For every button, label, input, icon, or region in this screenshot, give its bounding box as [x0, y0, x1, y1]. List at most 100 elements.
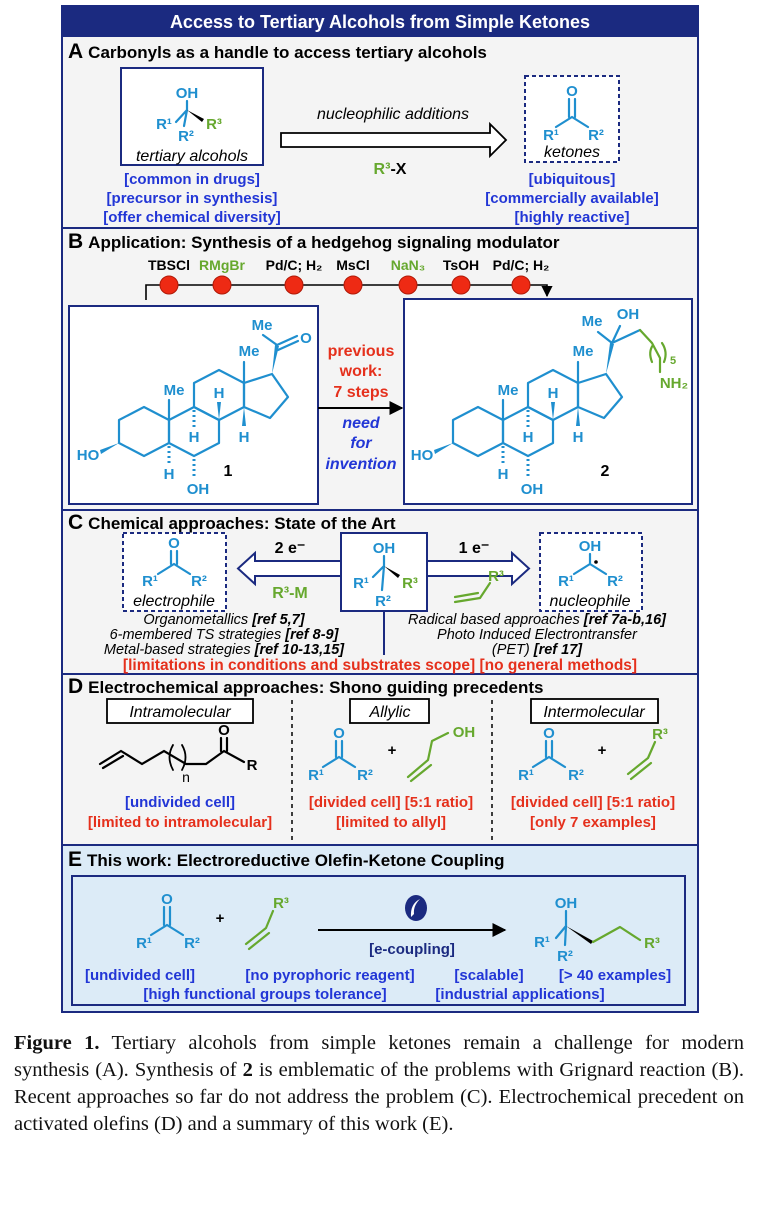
- section-heading: This work: Electroreductive Olefin-Keton…: [87, 851, 505, 870]
- approach-line: Organometallics [ref 5,7]: [143, 612, 305, 628]
- section-dividers: [62, 227, 698, 846]
- wedge-bond: [434, 443, 453, 454]
- section-e-background: [63, 845, 697, 1011]
- r2-label: R²: [191, 573, 207, 590]
- tertiary-alcohols-caption: tertiary alcohols: [136, 148, 248, 165]
- approach-line: 6-membered TS strategies [ref 8-9]: [110, 627, 340, 643]
- section-letter: A: [68, 40, 83, 63]
- r2-label: R²: [184, 935, 200, 952]
- steroid-ring: [242, 372, 290, 420]
- figure-panel: Access to Tertiary Alcohols from Simple …: [61, 5, 699, 1013]
- approach-text: Radical based approaches: [408, 612, 580, 628]
- electrophile-caption: electrophile: [133, 593, 215, 610]
- section-heading: Chemical approaches: State of the Art: [88, 514, 396, 533]
- step-dot: [451, 275, 471, 295]
- this-work-note: [no pyrophoric reagent]: [245, 967, 414, 984]
- hydrogen-label: H: [189, 429, 200, 446]
- section-e: E This work: Electroreductive Olefin-Keto…: [68, 848, 686, 1006]
- n-label: n: [182, 769, 190, 785]
- o-label: O: [218, 722, 230, 739]
- repeat-count: 5: [670, 355, 676, 367]
- need-for-invention-label: need: [342, 415, 381, 432]
- step-dot: [398, 275, 418, 295]
- reagent-label: NaN₃: [391, 257, 425, 273]
- oh-label: OH: [555, 895, 578, 912]
- allylic-label: Allylic: [369, 704, 411, 721]
- ketone-note: [highly reactive]: [514, 209, 629, 226]
- this-work-note: [industrial applications]: [435, 986, 604, 1003]
- olefin-r3-label: R³: [488, 568, 504, 585]
- hydrogen-label: H: [573, 429, 584, 446]
- methyl-label: Me: [239, 343, 260, 360]
- nucleophile-box: [539, 532, 643, 612]
- intermolecular-label: Intermolecular: [543, 704, 645, 721]
- limitations-note: [limitations in conditions and substrate…: [123, 657, 637, 674]
- one-electron-label: 1 e⁻: [459, 540, 490, 557]
- approach-text: Metal-based strategies: [104, 642, 251, 658]
- chemical-approaches-right: Radical based approaches [ref 7a-b,16]Ph…: [408, 612, 667, 658]
- hydroxyl-label: HO: [411, 447, 434, 464]
- r2-label: R²: [178, 128, 194, 145]
- wedge-bond: [100, 443, 119, 454]
- r3-label: R³: [652, 726, 668, 743]
- this-work-note: [> 40 examples]: [559, 967, 671, 984]
- intermolecular-note: [only 7 examples]: [530, 814, 656, 831]
- o-label: O: [168, 535, 180, 552]
- o-label: O: [543, 725, 555, 742]
- radical-dot: [594, 560, 598, 564]
- compound-number: 2: [601, 463, 610, 480]
- r1-label: R¹: [534, 934, 550, 951]
- r2-label: R²: [588, 127, 604, 144]
- r3-label: R³: [206, 116, 222, 133]
- reagent-label: RMgBr: [199, 257, 245, 273]
- r2-label: R²: [568, 767, 584, 784]
- wedge-bond: [576, 407, 580, 426]
- hydrogen-label: H: [548, 385, 559, 402]
- approach-text: Photo Induced Electrontransfer: [437, 627, 638, 643]
- ketones-caption: ketones: [544, 144, 600, 161]
- previous-work-label: previous: [328, 343, 395, 360]
- reagent-label: Pd/C; H₂: [266, 257, 323, 273]
- organometallic-reagent: R³-M: [272, 585, 308, 602]
- approach-ref: [ref 17]: [530, 642, 584, 658]
- hydrogen-label: H: [164, 466, 175, 483]
- alcohol-note: [precursor in synthesis]: [107, 190, 278, 207]
- hollow-arrow: [280, 121, 508, 159]
- r1-label: R¹: [136, 935, 152, 952]
- electricity-feather-icon: [405, 895, 427, 921]
- r1-label: R¹: [308, 767, 324, 784]
- figure-caption: Figure 1. Tertiary alcohols from simple …: [14, 1030, 744, 1138]
- r1-label: R¹: [353, 575, 369, 592]
- section-letter: E: [68, 848, 82, 871]
- r3-label: R³: [273, 895, 289, 912]
- methyl-label: Me: [164, 382, 185, 399]
- alcohol-note: [offer chemical diversity]: [103, 209, 281, 226]
- r1-label: R¹: [543, 127, 559, 144]
- oh-label: OH: [453, 724, 476, 741]
- title-bar: [62, 6, 698, 37]
- methyl-label: Me: [573, 343, 594, 360]
- ketone-box: [524, 75, 620, 163]
- need-for-invention-label: for: [350, 435, 372, 452]
- intramolecular-note: [limited to intramolecular]: [88, 814, 272, 831]
- steroid-ring: [576, 372, 624, 420]
- compound-number: 1: [224, 463, 233, 480]
- previous-work-label: 7 steps: [333, 384, 388, 401]
- r2-label: R²: [607, 573, 623, 590]
- hydrogen-label: H: [523, 429, 534, 446]
- wedge-bond: [217, 402, 221, 420]
- caption-compound-ref: 2: [242, 1059, 253, 1081]
- r1-label: R¹: [142, 573, 158, 590]
- electrophile-box: [122, 532, 227, 612]
- intermolecular-note: [divided cell] [5:1 ratio]: [511, 794, 675, 811]
- reagent-label: MsCl: [336, 257, 369, 273]
- hydroxyl-label: OH: [187, 481, 210, 498]
- arrow-top-label: nucleophilic additions: [317, 106, 469, 123]
